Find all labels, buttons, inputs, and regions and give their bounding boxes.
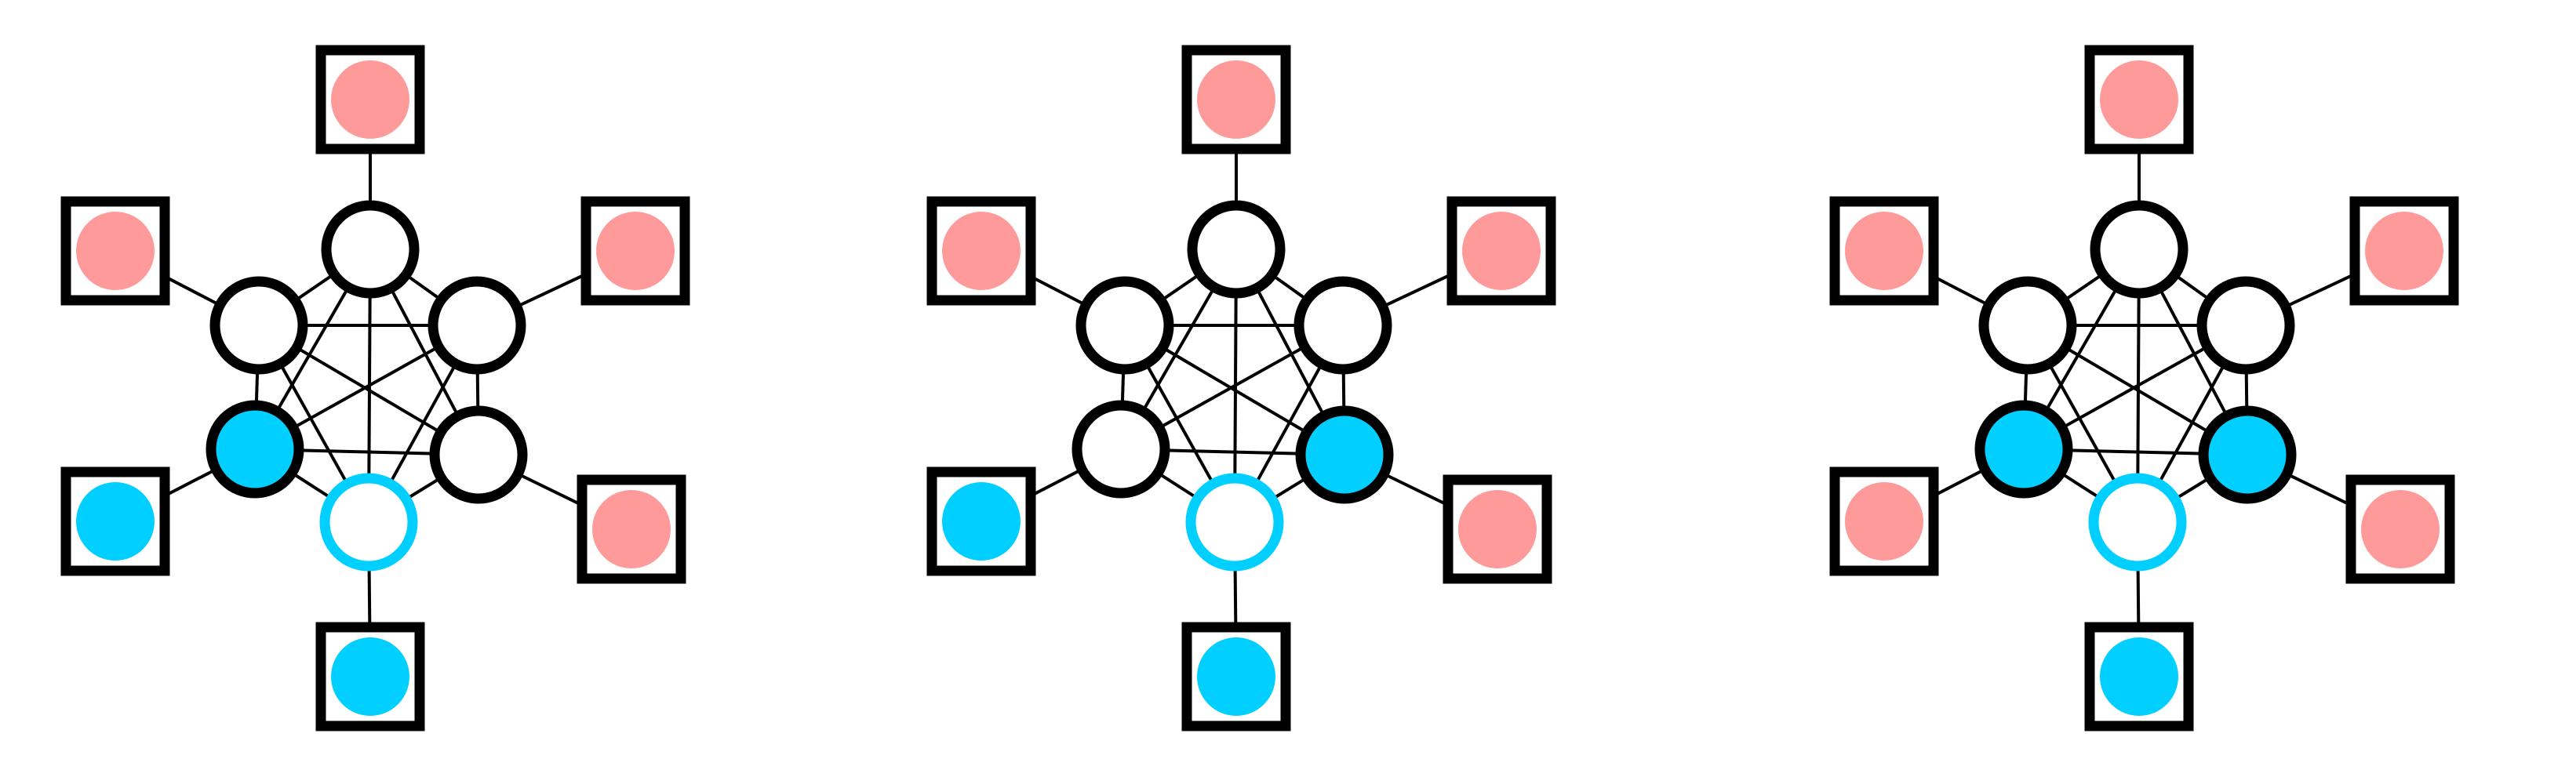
square-dot-upper-left [942,212,1021,290]
square-dot-top [2100,60,2178,139]
square-dot-bottom [331,637,409,716]
node-top [321,200,420,299]
panel-2 [926,45,1556,731]
square-dot-lower-right [592,490,671,568]
panel-1 [60,45,690,731]
node-top [1187,200,1286,299]
square-dot-upper-right [1462,212,1541,290]
panel-3 [1829,45,2459,731]
node-upper-left [209,276,308,375]
square-dot-upper-right [596,212,675,290]
node-upper-left [1978,276,2077,375]
square-dot-upper-right [2365,212,2443,290]
square-dot-top [331,60,409,139]
node-lower-left [1072,400,1170,499]
node-lower-right [2198,405,2297,504]
square-dot-lower-left [1845,482,1923,561]
node-upper-right [2196,276,2295,375]
node-top [2090,200,2189,299]
square-dot-lower-right [2361,490,2440,568]
node-lower-left [206,400,304,499]
node-bottom [319,473,418,572]
node-upper-right [428,276,526,375]
node-lower-right [429,405,528,504]
node-bottom [2088,473,2187,572]
node-lower-left [1974,400,2073,499]
square-dot-upper-left [1845,212,1923,290]
square-dot-bottom [1197,637,1275,716]
square-dot-bottom [2100,637,2178,716]
square-dot-lower-left [942,482,1021,561]
node-lower-right [1295,405,1394,504]
node-upper-right [1293,276,1392,375]
square-dot-top [1197,60,1275,139]
node-bottom [1185,473,1284,572]
square-dot-upper-left [76,212,155,290]
square-dot-lower-left [76,482,155,561]
node-upper-left [1075,276,1174,375]
square-dot-lower-right [1458,490,1537,568]
